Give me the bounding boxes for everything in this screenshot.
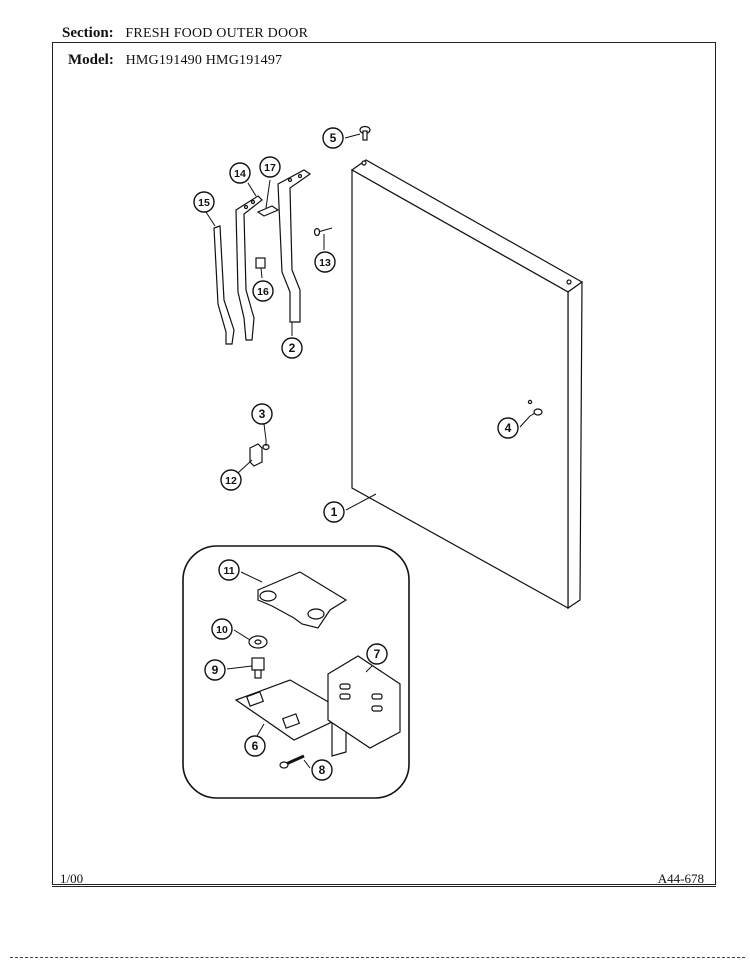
callout-11-label: 11 [223,565,234,577]
callout-10: 10 [211,618,233,640]
callout-15: 15 [193,191,215,213]
callout-7: 7 [366,643,388,665]
section-value: FRESH FOOD OUTER DOOR [125,26,309,41]
part-12-clip [249,443,263,467]
model-value: HMG191490 HMG191497 [125,53,283,68]
callout-14: 14 [229,162,251,184]
section-header: Section: FRESH FOOD OUTER DOOR [62,25,308,42]
callout-10-label: 10 [216,624,228,636]
part-2-bracket [277,169,312,323]
callout-1: 1 [323,501,345,523]
footer-code: A44-678 [657,871,704,886]
diagram-frame [52,42,716,885]
callout-2-label: 2 [289,341,296,355]
part-17-plate [256,205,280,217]
door-panel [350,159,584,610]
callout-8-label: 8 [319,763,326,777]
callout-16-label: 16 [257,286,269,298]
callout-12: 12 [220,469,242,491]
callout-12-label: 12 [225,475,237,487]
section-label: Section: [62,25,114,41]
callout-4-label: 4 [505,421,512,435]
callout-13: 13 [314,251,336,273]
part-5-screw [359,125,371,141]
callout-16: 16 [252,280,274,302]
part-16-nut [255,257,266,269]
model-header: Model: HMG191490 HMG191497 [68,52,282,69]
callout-3-label: 3 [259,407,266,421]
callout-9: 9 [204,659,226,681]
callout-6: 6 [244,735,266,757]
part-4-plug [529,408,543,417]
callout-11: 11 [218,559,240,581]
callout-1-label: 1 [331,505,338,519]
leader-lines [205,133,531,769]
callout-3: 3 [251,403,273,425]
hinge-inset [182,545,410,799]
part-13-screw [313,227,333,237]
callout-15-label: 15 [198,197,210,209]
callout-5: 5 [322,127,344,149]
footer-date: 1/00 [60,871,84,886]
callout-9-label: 9 [212,663,219,677]
part-15-strap [213,225,235,345]
callout-2: 2 [281,337,303,359]
callout-17-label: 17 [264,162,276,174]
callout-14-label: 14 [234,168,246,180]
callout-8: 8 [311,759,333,781]
callout-7-label: 7 [374,647,381,661]
callout-6-label: 6 [252,739,259,753]
part-14-bracket [235,195,263,341]
model-label: Model: [68,52,114,68]
callout-17: 17 [259,156,281,178]
footer-rule [52,886,716,887]
scan-edge-line [10,957,745,958]
callout-5-label: 5 [330,131,337,145]
callout-4: 4 [497,417,519,439]
callout-13-label: 13 [319,257,331,269]
part-3-pin [262,440,270,451]
